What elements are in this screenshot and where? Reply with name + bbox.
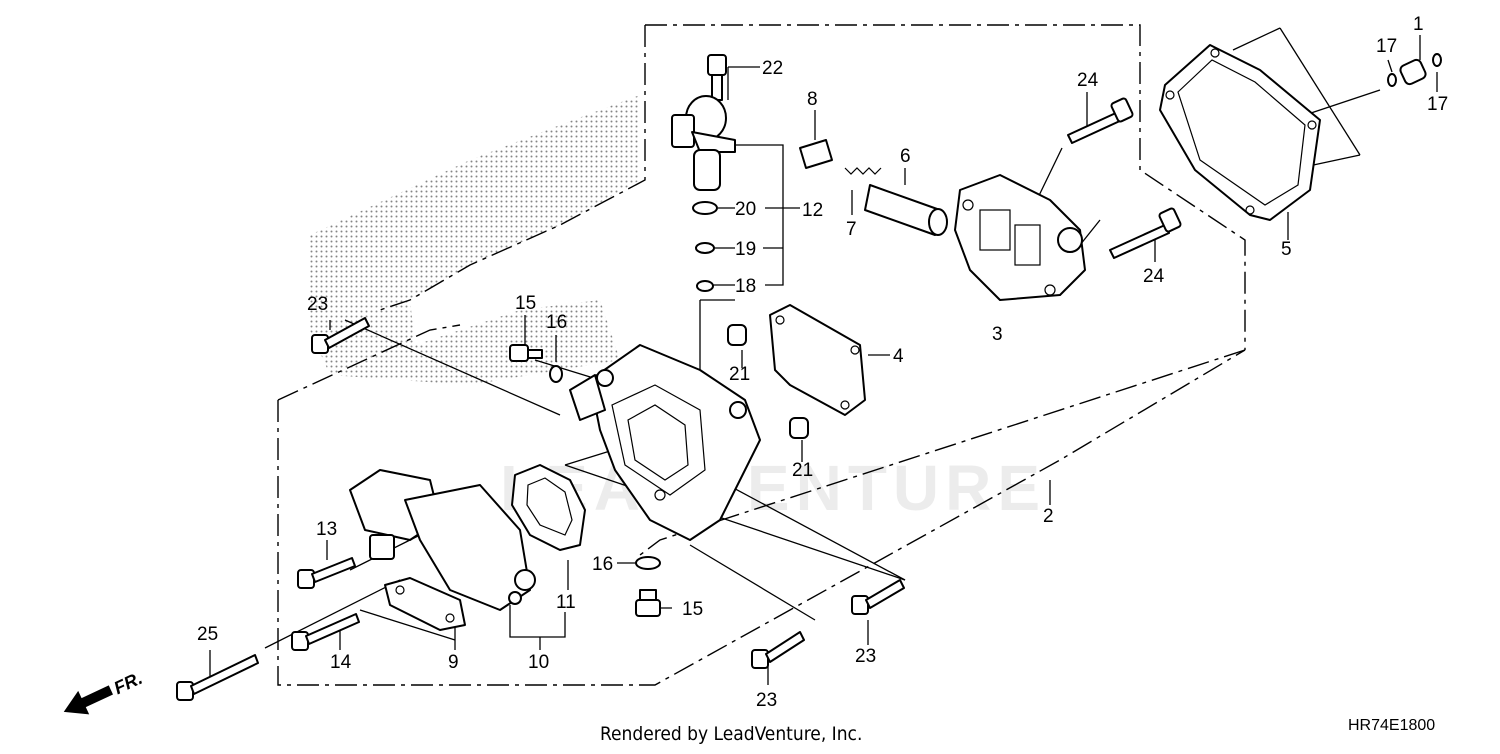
valve-body xyxy=(569,344,761,541)
bolt-23-lower-mid xyxy=(751,631,805,669)
gasket-small xyxy=(769,304,866,416)
callout-15-upper: 15 xyxy=(515,293,536,314)
valve-spool-parts xyxy=(799,139,948,236)
diagram-code: HR74E1800 xyxy=(1348,717,1435,734)
callout-23-lower-right: 23 xyxy=(855,646,876,667)
credit-text: Rendered by LeadVenture, Inc. xyxy=(600,723,862,745)
plug-and-washers xyxy=(1387,53,1442,87)
callout-1: 1 xyxy=(1413,14,1424,35)
callout-20: 20 xyxy=(735,199,756,220)
callout-24-upper: 24 xyxy=(1077,70,1099,91)
callout-25: 25 xyxy=(197,624,218,645)
bolt-24-lower xyxy=(1109,207,1182,259)
callout-14: 14 xyxy=(330,652,352,673)
callout-12: 12 xyxy=(802,200,823,221)
callout-11: 11 xyxy=(556,592,576,613)
bolt-15-upper xyxy=(509,344,563,383)
callout-16-lower: 16 xyxy=(592,554,613,575)
bolt-23-lower-right xyxy=(851,579,905,615)
front-label: FR. xyxy=(111,668,146,698)
assembly-outline xyxy=(277,24,1246,686)
watermark-text: LEADVENTURE xyxy=(500,452,1046,524)
callout-24-lower: 24 xyxy=(1143,266,1165,287)
callout-numbers: 1 2 3 4 5 6 7 8 9 10 11 12 13 14 15 15 1… xyxy=(197,14,1448,711)
valve-cover xyxy=(954,174,1086,301)
callout-22: 22 xyxy=(762,58,783,79)
callout-17-right: 17 xyxy=(1427,94,1448,115)
callout-23-upper: 23 xyxy=(307,294,328,315)
gasket-solenoid xyxy=(511,464,586,551)
callout-23-lower-mid: 23 xyxy=(756,690,777,711)
callout-21-lower: 21 xyxy=(792,460,813,481)
bolt-23-upper xyxy=(311,317,370,354)
solenoid-valve-upper xyxy=(671,54,736,292)
callout-9: 9 xyxy=(448,652,459,673)
solenoid-assembly xyxy=(349,469,536,611)
callout-21-upper: 21 xyxy=(729,364,750,385)
callout-3: 3 xyxy=(992,324,1003,345)
bolt-14 xyxy=(291,613,360,651)
bolt-15-lower xyxy=(635,556,661,617)
callout-13: 13 xyxy=(316,519,337,540)
bolt-24-upper xyxy=(1067,97,1134,144)
callout-19: 19 xyxy=(735,239,756,260)
callout-15-lower: 15 xyxy=(682,599,703,620)
gasket-large xyxy=(1159,44,1321,221)
callout-2: 2 xyxy=(1043,506,1054,527)
callout-18: 18 xyxy=(735,276,756,297)
front-arrow: FR. xyxy=(63,668,146,715)
callout-16-upper: 16 xyxy=(546,312,567,333)
bolt-25 xyxy=(176,654,259,701)
callout-7: 7 xyxy=(846,219,857,240)
callout-17-left: 17 xyxy=(1376,36,1397,57)
callout-8: 8 xyxy=(807,89,818,110)
engine-case-shading xyxy=(310,95,640,385)
retaining-plate xyxy=(384,577,466,631)
callout-6: 6 xyxy=(900,146,911,167)
bolt-13 xyxy=(297,557,356,589)
callout-5: 5 xyxy=(1281,239,1292,260)
dowel-pins xyxy=(727,324,809,439)
callout-10: 10 xyxy=(528,652,549,673)
callout-4: 4 xyxy=(893,346,904,367)
